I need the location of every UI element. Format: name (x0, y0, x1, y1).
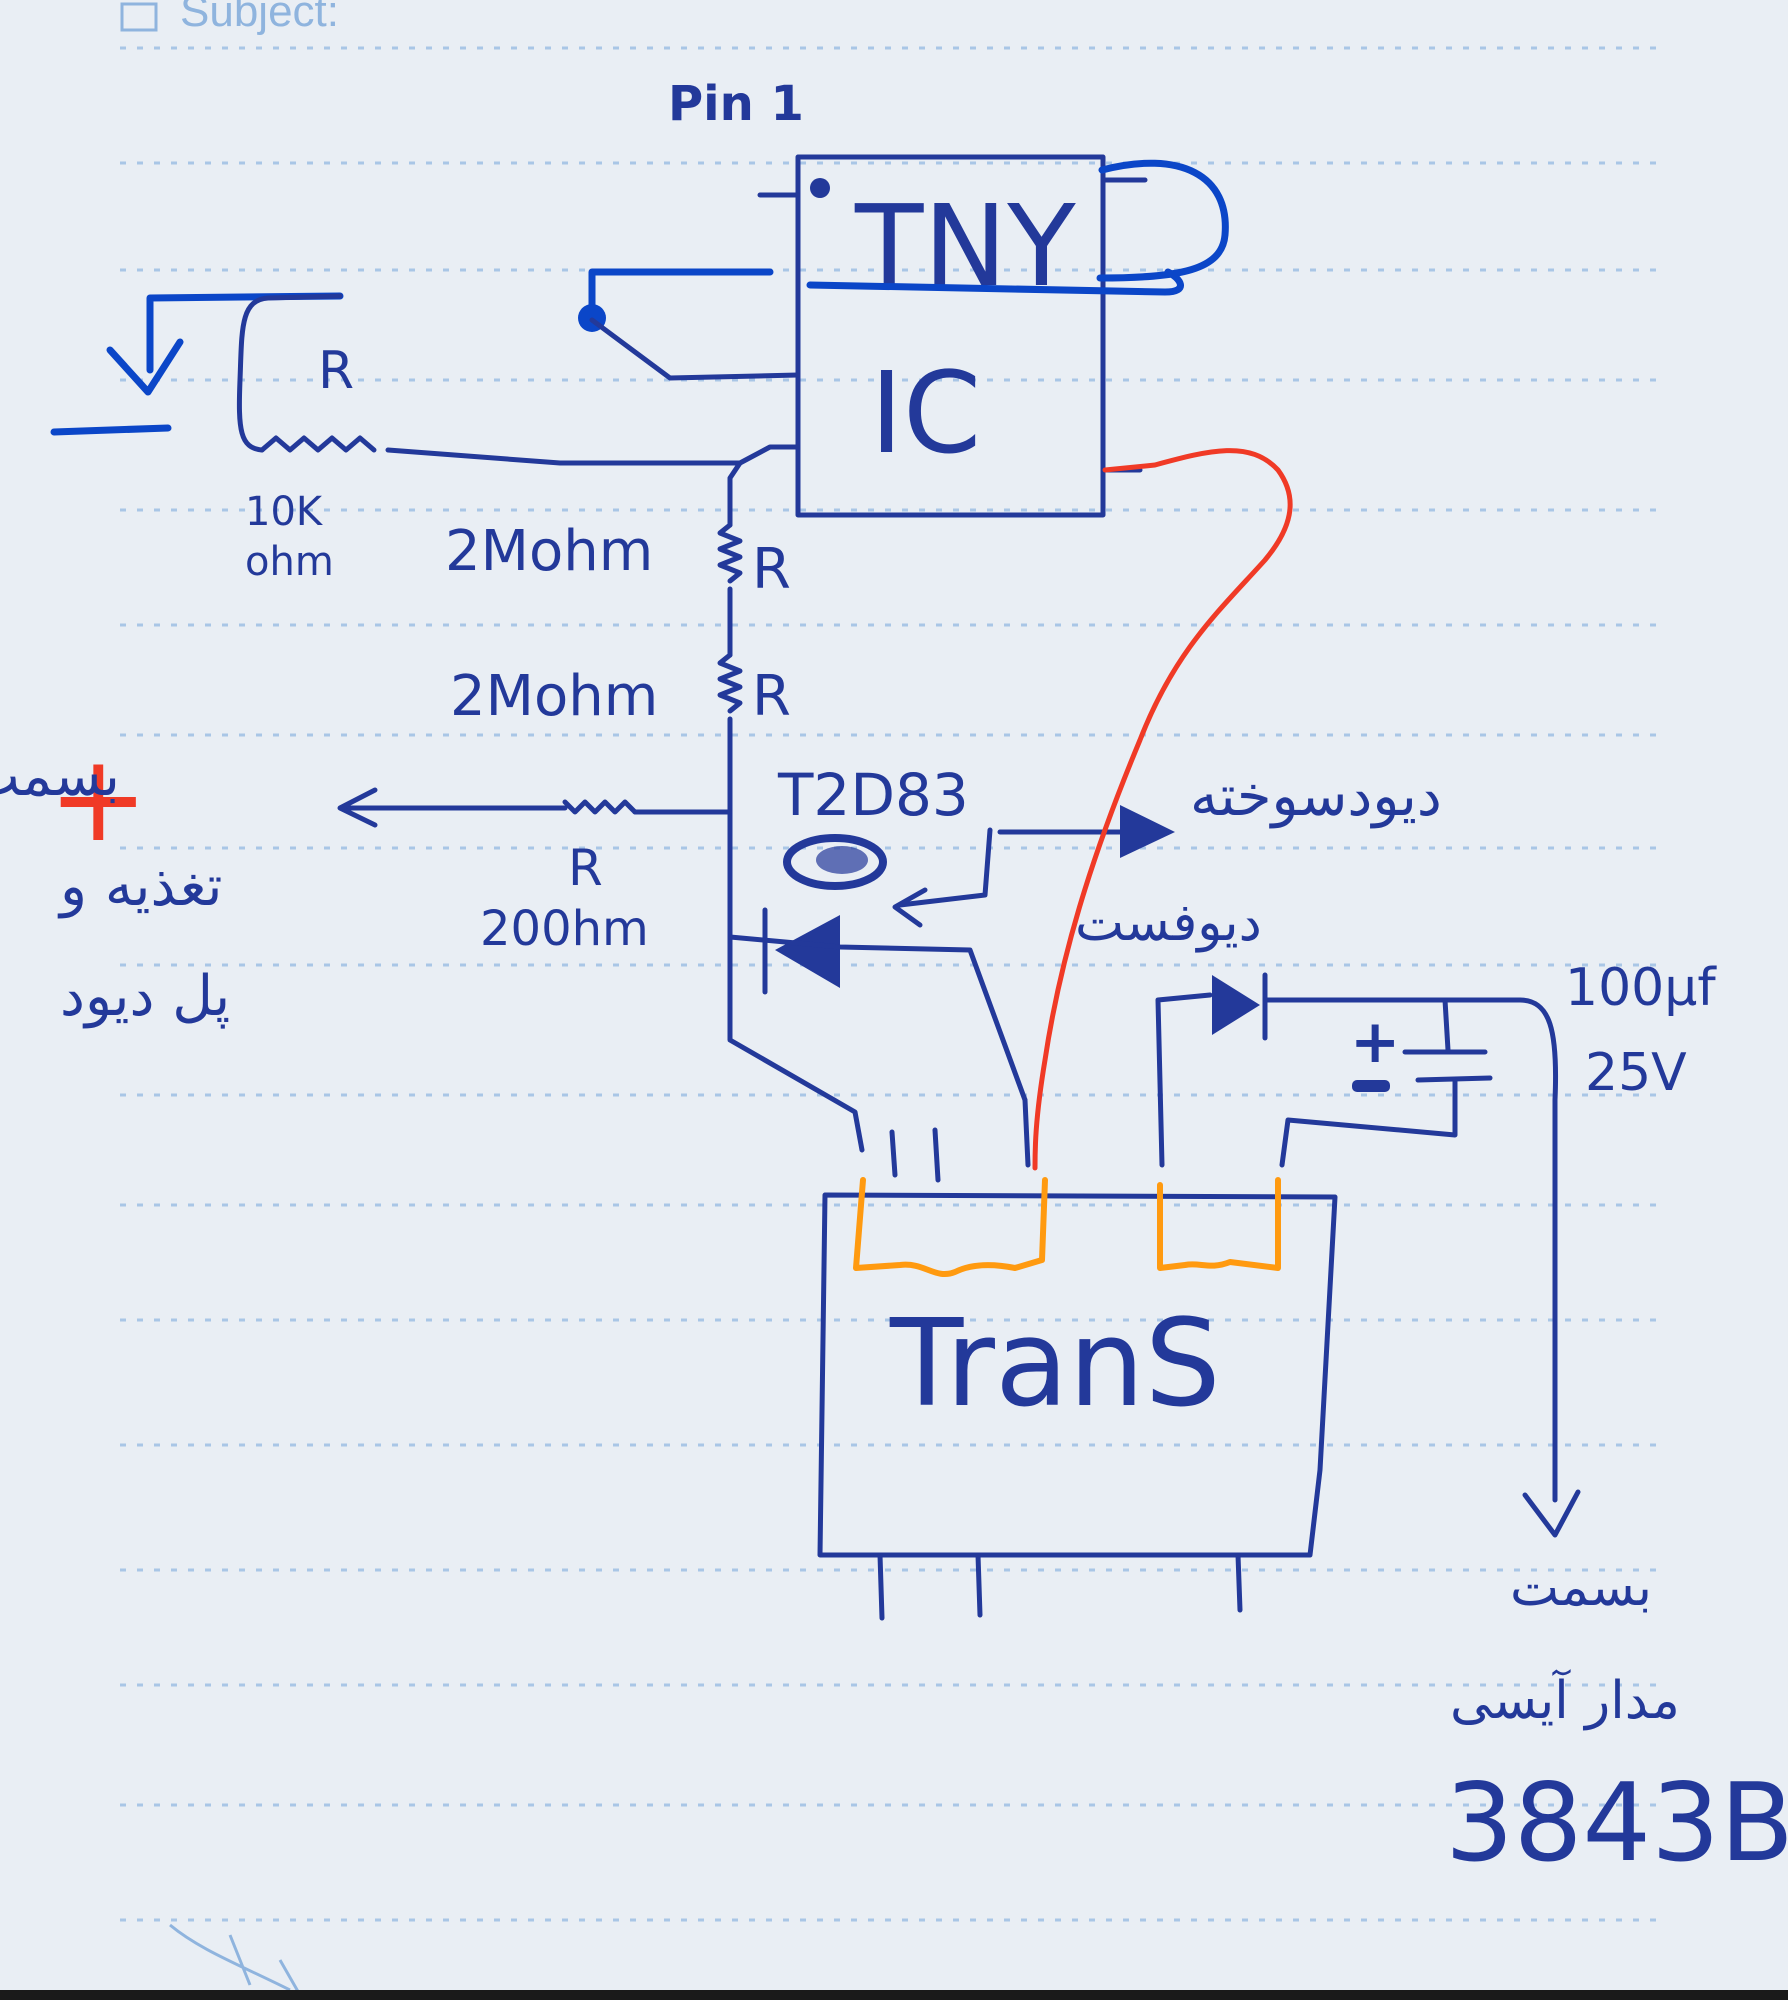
ground-arrow-icon (106, 338, 184, 396)
resistor-r1-zigzag-icon (717, 522, 743, 584)
t2d83-component: T2D83 دیودسوخته دیوفست (727, 761, 1442, 1103)
transformer-body (817, 1192, 1338, 1558)
red-drain-trace (1032, 448, 1293, 1171)
burnt-diode-arrow-icon (1120, 805, 1175, 858)
r2-label: R (752, 664, 791, 729)
pin1-dot-icon (810, 178, 830, 198)
capacitor-plus-sign: + (1350, 1007, 1400, 1077)
primary-wiring (727, 1007, 1031, 1183)
arrow-to-diode-icon (892, 887, 928, 928)
watermark-graphic (169, 1923, 302, 1996)
vertical-resistor-chain: 2Mohm R 2Mohm R (445, 460, 791, 1013)
supply-resistor: R 200hm (337, 787, 733, 957)
output-diode-icon (1212, 975, 1260, 1035)
capacitor-minus-sign (1352, 1080, 1390, 1092)
resistor-r3-zigzag-icon (562, 799, 638, 815)
arrow-to-ic-circuit-icon (1522, 1489, 1581, 1538)
to-supply-line3: پل دیود (60, 964, 230, 1029)
to-supply-line1: بسمت (0, 744, 120, 809)
resistor-r2-zigzag-icon (717, 652, 743, 714)
secondary-output: + 100μf 25V (1155, 958, 1717, 1538)
capacitor-value-line1: 100μf (1565, 958, 1717, 1018)
supply-annotation: + بسمت تغذیه و پل دیود (0, 730, 230, 1029)
ic-part-number: 3843B (1445, 1761, 1788, 1886)
r3-label: R (568, 839, 603, 897)
primary-winding-icon (853, 1177, 1048, 1277)
ic-name-line2: IC (870, 349, 981, 479)
component-code: T2D83 (777, 761, 969, 829)
fast-diode-label: دیوفست (1075, 893, 1262, 953)
r-feedback-value-line2: ohm (245, 539, 334, 585)
r2-value: 2Mohm (450, 664, 658, 729)
r-feedback-value-line1: 10K (245, 489, 324, 535)
tny-ic: Pin 1 TNY IC (668, 76, 1148, 518)
resistor-zigzag-icon (259, 435, 377, 453)
transformer: TranS (817, 1177, 1338, 1621)
r3-value: 200hm (480, 901, 649, 957)
secondary-winding-icon (1157, 1177, 1281, 1271)
burnt-diode-label: دیودسوخته (1190, 764, 1442, 829)
to-supply-line2: تغذیه و (57, 854, 222, 919)
plus-marker: + (48, 730, 149, 869)
subject-header: Subject: (180, 0, 339, 36)
tny-ic-body (795, 154, 1106, 518)
subject-logo-icon (120, 2, 158, 32)
to-ic-circuit-line1: بسمت (1510, 1558, 1652, 1618)
to-ic-circuit-line2: مدار آیسی (1450, 1668, 1680, 1731)
r-feedback-label: R (318, 341, 354, 401)
r1-value: 2Mohm (445, 519, 653, 584)
transformer-label: TranS (889, 1295, 1221, 1434)
notebook-ruled-lines (120, 46, 1660, 1922)
pin1-label: Pin 1 (668, 76, 804, 132)
ic-circuit-annotation: بسمت مدار آیسی 3843B (1445, 1558, 1788, 1886)
capacitor-value-line2: 25V (1585, 1043, 1687, 1103)
r1-label: R (752, 537, 791, 602)
scribbled-component-icon (783, 834, 887, 890)
arrow-to-supply-icon (337, 787, 378, 828)
